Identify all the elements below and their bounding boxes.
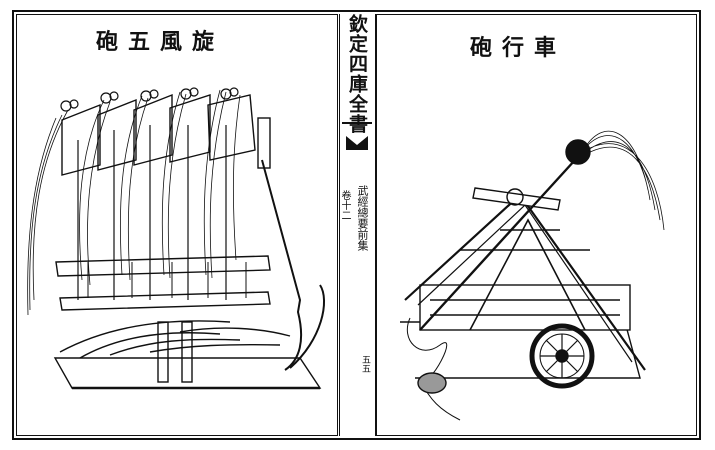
volume-label: 卷十二 xyxy=(339,190,350,220)
right-illustration-panel xyxy=(376,14,697,436)
book-title: 欽定四庫全書 xyxy=(342,14,372,134)
left-illustration-panel xyxy=(16,14,338,436)
page-number: 五五 xyxy=(360,355,370,373)
spine-line-right xyxy=(375,14,376,436)
section-title: 武經總要前集 xyxy=(356,185,369,251)
left-panel-title: 砲五風旋 xyxy=(96,29,225,55)
fishtail-marker-icon xyxy=(346,136,368,150)
outer-border xyxy=(12,10,701,440)
right-panel-title: 砲行車 xyxy=(470,35,567,61)
spine-line-left xyxy=(339,14,340,436)
